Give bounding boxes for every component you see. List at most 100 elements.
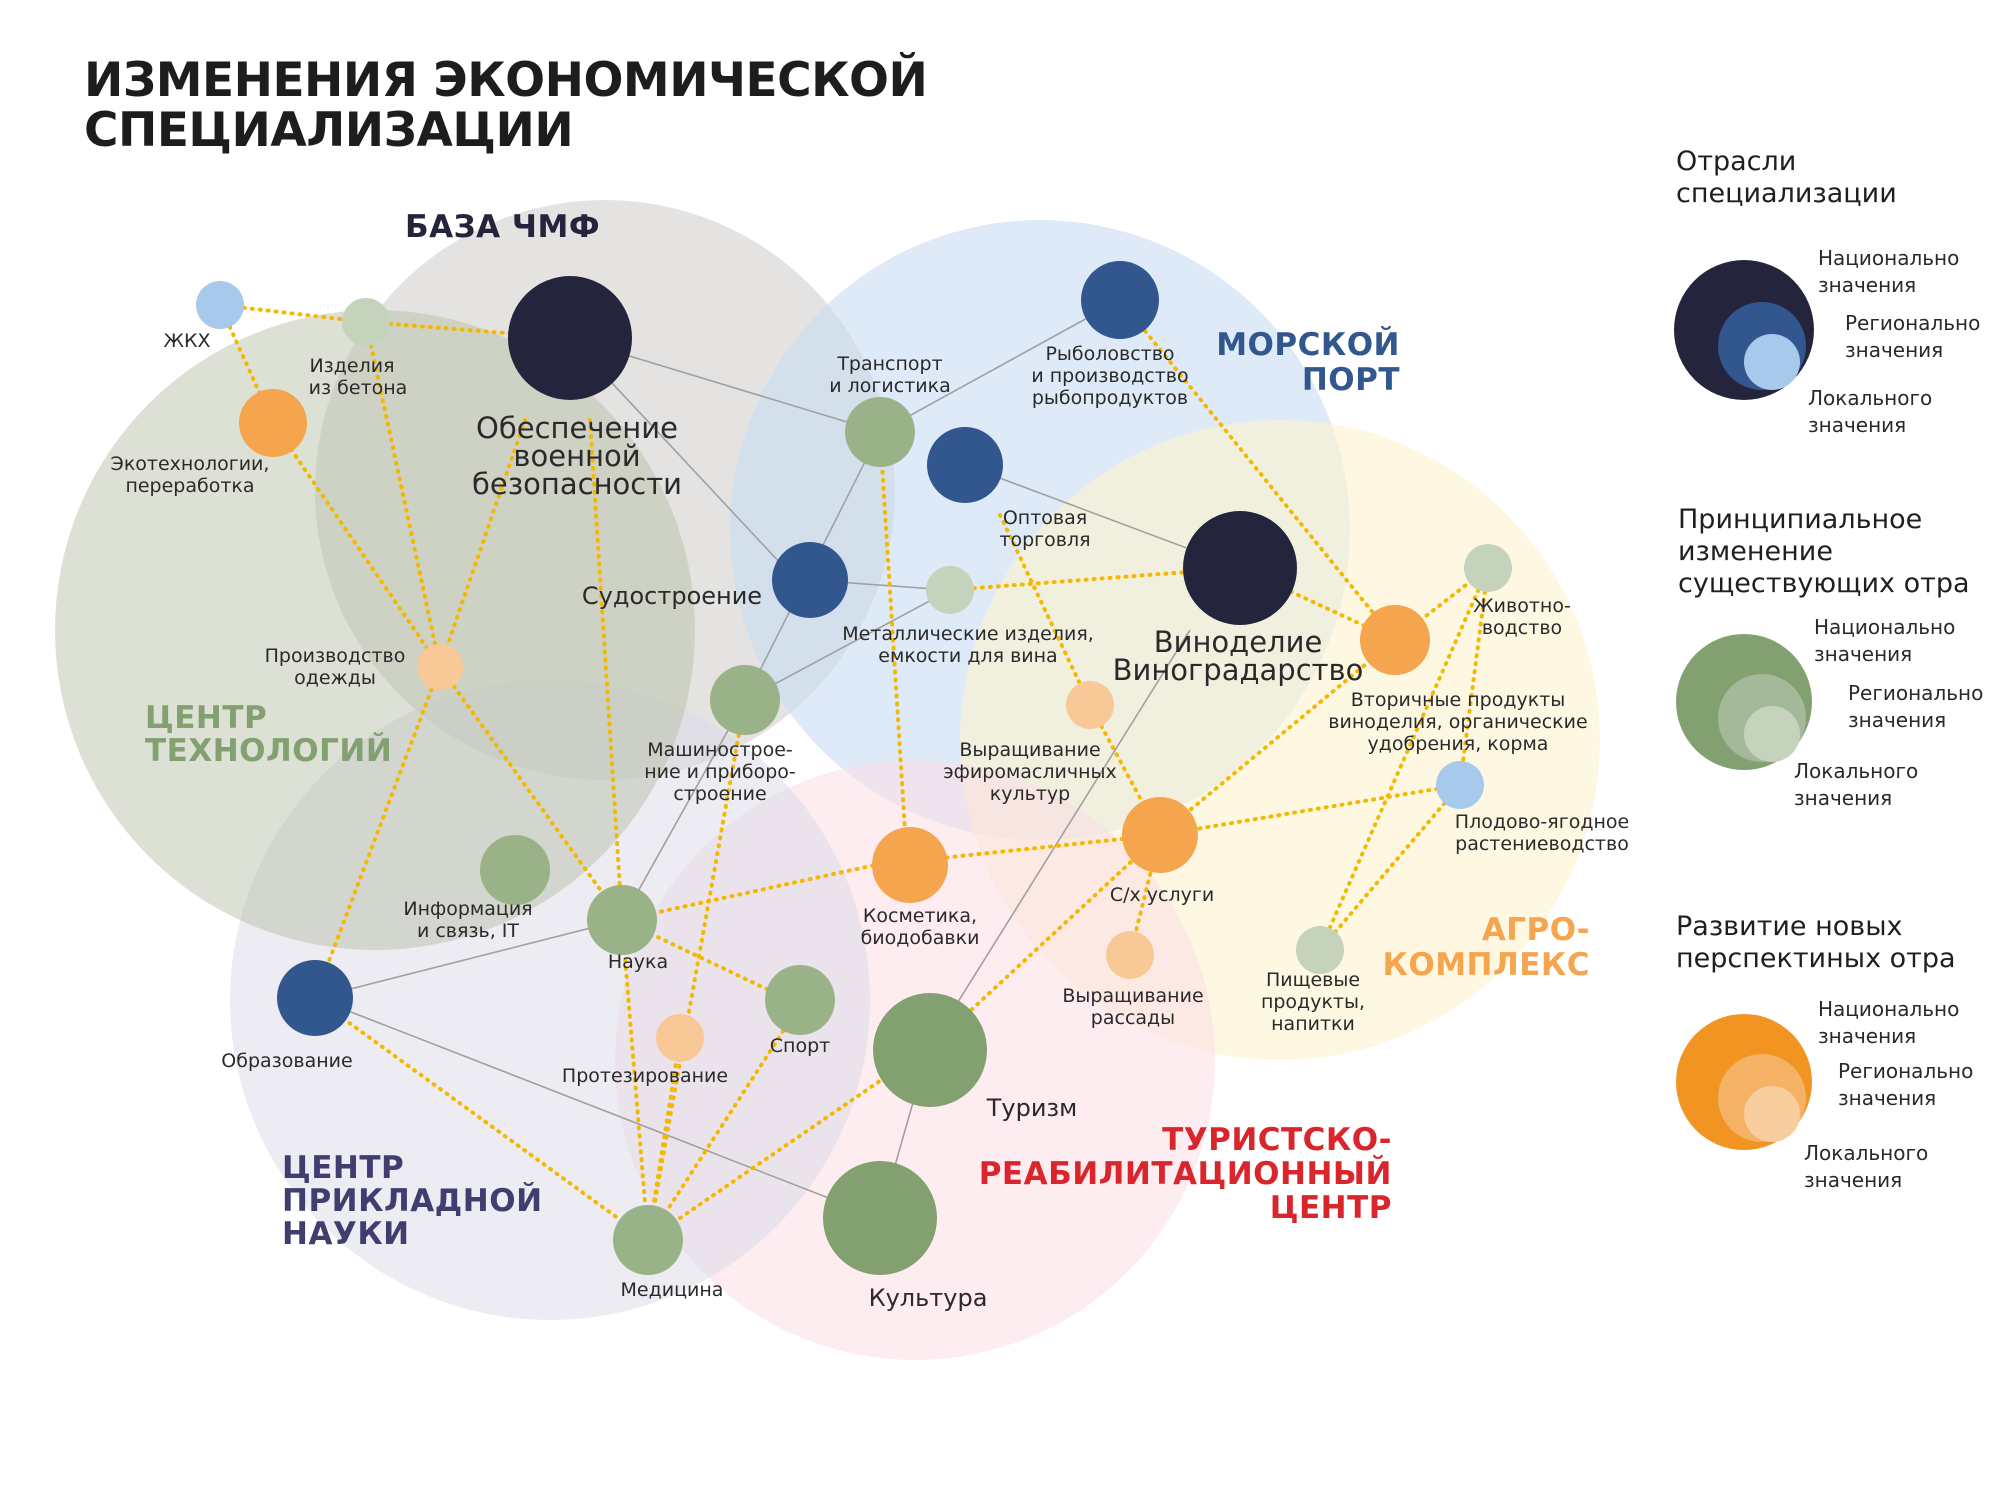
link (879, 299, 1121, 433)
node-oborona[interactable] (508, 276, 632, 400)
link (621, 699, 746, 921)
label-sh-uslugi: С/х услуги (1110, 884, 1214, 906)
label-kosmetika: Косметика,биодобавки (861, 905, 980, 949)
label-kultura: Культура (869, 1284, 988, 1312)
node-medicina[interactable] (613, 1205, 683, 1275)
node-sudostroenie[interactable] (772, 542, 848, 618)
label-sudostroenie: Судостроение (582, 582, 762, 610)
link (313, 665, 442, 1000)
node-pishevye[interactable] (1296, 926, 1344, 974)
link (314, 997, 881, 1219)
node-nauka[interactable] (587, 885, 657, 955)
legend-circle-loc-3 (1744, 1086, 1800, 1142)
node-ekotech[interactable] (239, 389, 307, 457)
label-zhkh: ЖКХ (164, 330, 211, 352)
legend-circle-loc-2 (1744, 706, 1800, 762)
node-kosmetika[interactable] (872, 827, 948, 903)
label-obrazovanie: Образование (221, 1050, 352, 1072)
link (1458, 566, 1490, 787)
node-optovaya[interactable] (927, 427, 1003, 503)
label-metall: Металлические изделия,емкости для вина (842, 623, 1094, 667)
node-efiro[interactable] (1066, 681, 1114, 729)
node-metall[interactable] (926, 566, 974, 614)
node-rybolov[interactable] (1081, 261, 1159, 339)
label-turizm: Туризм (986, 1094, 1078, 1122)
link (364, 320, 442, 669)
node-vinodelie[interactable] (1183, 511, 1297, 625)
label-nauka: Наука (608, 951, 668, 973)
node-izdeliya[interactable] (342, 298, 390, 346)
link (646, 698, 747, 1242)
node-sh-uslugi[interactable] (1122, 797, 1198, 873)
link (646, 1048, 927, 1242)
node-kultura[interactable] (823, 1161, 937, 1275)
cluster-label-baza: БАЗА ЧМФ (405, 209, 600, 245)
link (271, 421, 442, 669)
node-mashino[interactable] (710, 665, 780, 735)
legend-circle-loc-1 (1744, 334, 1800, 390)
link (646, 1003, 802, 1242)
node-zhivotno[interactable] (1464, 544, 1512, 592)
node-zhkh[interactable] (196, 281, 244, 329)
node-odezhda[interactable] (417, 644, 463, 690)
link (1118, 298, 1397, 642)
node-protezi[interactable] (656, 1014, 704, 1062)
node-obrazovanie[interactable] (277, 960, 353, 1036)
link (927, 629, 1191, 1051)
label-sport: Спорт (770, 1035, 830, 1057)
link (744, 589, 951, 701)
node-plodovo[interactable] (1436, 761, 1484, 809)
label-ekotech: Экотехнологии,переработка (111, 453, 270, 497)
link (1158, 783, 1462, 837)
node-vtorichnye[interactable] (1360, 605, 1430, 675)
label-protezi: Протезирование (562, 1065, 728, 1087)
link (314, 919, 623, 999)
link (313, 996, 650, 1242)
label-mashino: Машиностроe-ние и приборо-строение (644, 739, 796, 805)
node-sport[interactable] (765, 965, 835, 1035)
node-turizm[interactable] (873, 993, 987, 1107)
link (1318, 566, 1490, 952)
link (588, 418, 624, 922)
cluster-label-agro: АГРО-КОМПЛЕКС (1383, 912, 1591, 983)
link (998, 513, 1092, 707)
link (620, 918, 650, 1242)
link (218, 303, 368, 324)
node-rassada[interactable] (1106, 931, 1154, 979)
cluster-circle-nauka (230, 680, 870, 1320)
node-transport[interactable] (845, 397, 915, 467)
link (218, 303, 275, 425)
node-it[interactable] (480, 835, 550, 905)
link (620, 863, 877, 922)
link (438, 418, 527, 669)
cluster-circle-tech (55, 310, 695, 950)
